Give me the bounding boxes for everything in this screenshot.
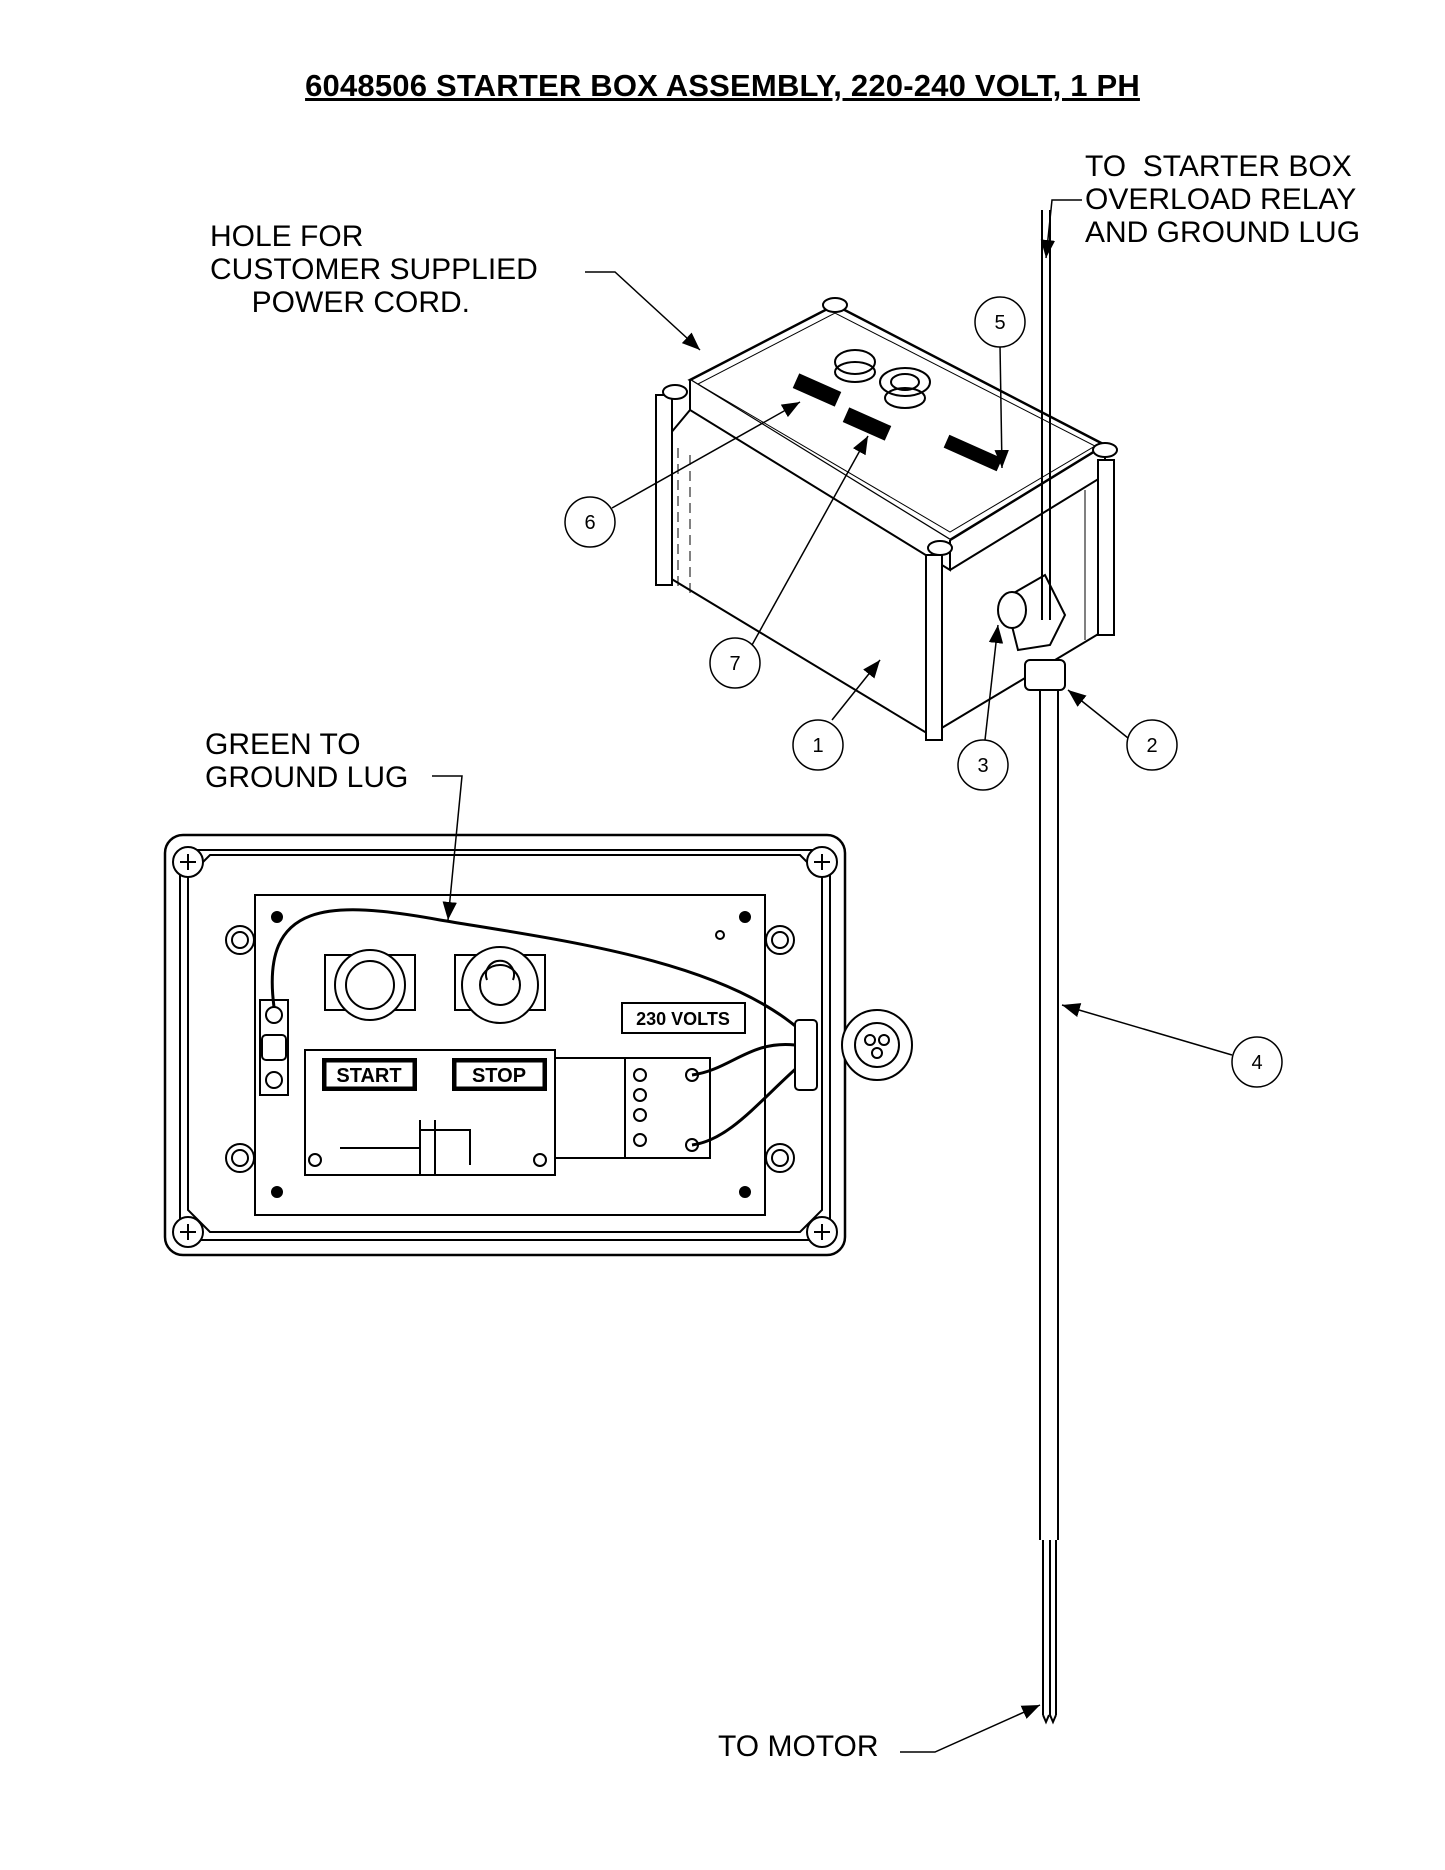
svg-text:6: 6: [584, 512, 595, 534]
callout-7: 7: [709, 637, 761, 689]
svg-text:START: START: [336, 1065, 401, 1087]
callout-4: 4: [1231, 1036, 1283, 1088]
leader-starter-box: [1040, 199, 1082, 259]
svg-text:5: 5: [994, 312, 1005, 334]
corner-screw: [172, 846, 838, 1248]
callout-5: 5: [974, 296, 1026, 348]
svg-text:1: 1: [812, 735, 823, 757]
panel-label-start: START: [322, 1058, 417, 1091]
leader-2: [1067, 689, 1129, 739]
svg-text:3: 3: [977, 755, 988, 777]
leader-3: [984, 624, 1004, 741]
svg-text:7: 7: [729, 653, 740, 675]
leader-6: [611, 401, 801, 509]
leader-green: [432, 775, 463, 921]
note-to-starter-box: TO STARTER BOX OVERLOAD RELAY AND GROUND…: [1085, 150, 1361, 249]
svg-text:230 VOLTS: 230 VOLTS: [636, 1009, 730, 1029]
note-hole-power-cord: HOLE FOR CUSTOMER SUPPLIED POWER CORD.: [210, 220, 538, 319]
open-panel: [163, 833, 913, 1257]
leader-4: [1061, 1003, 1233, 1056]
callout-1: 1: [792, 719, 844, 771]
svg-text:STOP: STOP: [472, 1065, 526, 1087]
note-green-to-ground: GREEN TO GROUND LUG: [205, 728, 409, 794]
leader-7: [751, 435, 869, 646]
callout-3: 3: [957, 739, 1009, 791]
svg-text:4: 4: [1251, 1052, 1262, 1074]
leader-1: [831, 659, 881, 721]
svg-text:2: 2: [1146, 735, 1157, 757]
panel-label-volts: 230 VOLTS: [621, 1002, 746, 1034]
callout-6: 6: [564, 496, 616, 548]
leader-motor: [900, 1704, 1041, 1753]
drawing-title: 6048506 STARTER BOX ASSEMBLY, 220-240 VO…: [305, 68, 1140, 103]
leader-5: [994, 344, 1009, 469]
callout-2: 2: [1126, 719, 1178, 771]
note-to-motor: TO MOTOR: [718, 1730, 879, 1763]
leader-hole: [585, 271, 701, 351]
panel-label-stop: STOP: [452, 1058, 547, 1091]
power-cord: [1039, 210, 1059, 1725]
